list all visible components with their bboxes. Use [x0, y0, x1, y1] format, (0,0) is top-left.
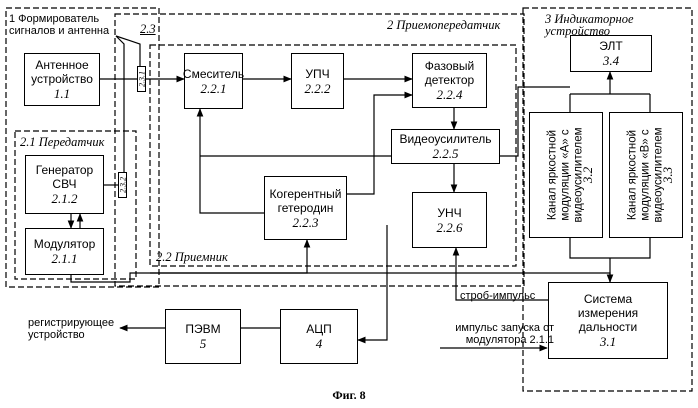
ifa-block: УПЧ 2.2.2: [291, 53, 344, 109]
block-number: 2.1.2: [52, 191, 78, 206]
adc-block: АЦП 4: [280, 309, 358, 364]
block-number: 2.1.1: [52, 251, 78, 266]
generator-block: Генератор СВЧ 2.1.2: [25, 155, 104, 214]
channel-a-block: Канал яркостной модуляции «А» с видеоуси…: [529, 112, 603, 238]
block-label: Модулятор: [34, 237, 96, 251]
range-system-block: Система измерения дальности 3.1: [548, 282, 668, 359]
block-label: АЦП: [306, 322, 332, 336]
channel-b-block: Канал яркостной модуляции «В» с видеоуси…: [609, 112, 683, 238]
block-number: 2.2.5: [433, 146, 459, 161]
block-label: Фазовый детектор: [417, 59, 483, 87]
antenna-block: Антенное устройство 1.1: [24, 53, 100, 106]
block-label: УНЧ: [437, 206, 461, 220]
block-label: Видеоусилитель: [399, 132, 491, 146]
trigger-pulse-label: импульс запуска от модулятора 2.1.1: [444, 322, 554, 346]
block-label: ПЭВМ: [185, 322, 220, 336]
block-label: Смеситель: [183, 67, 244, 81]
duplexer-port-1: 2.3.1: [137, 66, 146, 92]
figure-caption: Фиг. 8: [0, 388, 698, 403]
block-label: Антенное устройство: [25, 58, 99, 86]
block-number: 3.2: [580, 167, 596, 183]
group-title-indicator: 3 Индикаторное устройство: [545, 13, 665, 37]
lfa-block: УНЧ 2.2.6: [412, 192, 487, 248]
block-number: 2.2.6: [437, 220, 463, 235]
group-title-transceiver: 2 Приемопередатчик: [387, 19, 500, 31]
group-title-former: 1 Формирователь сигналов и антенна: [9, 13, 129, 37]
block-label: УПЧ: [305, 67, 329, 81]
modulator-block: Модулятор 2.1.1: [25, 228, 104, 275]
block-number: 1.1: [54, 86, 70, 101]
group-title-transmitter: 2.1 Передатчик: [20, 136, 104, 148]
video-amp-block: Видеоусилитель 2.2.5: [391, 129, 500, 164]
mixer-block: Смеситель 2.2.1: [184, 53, 243, 109]
block-number: 3.3: [660, 167, 676, 183]
block-number: 4: [316, 336, 323, 351]
block-number: 2.2.3: [293, 215, 319, 230]
strobe-pulse-label: строб-импульс: [460, 290, 535, 302]
block-number: 3.1: [600, 334, 616, 349]
block-number: 2.2.4: [437, 87, 463, 102]
block-label: Система измерения дальности: [560, 292, 656, 334]
recorder-label: регистрирующее устройство: [28, 317, 123, 341]
duplexer-port-2: 2.3.2: [118, 172, 127, 198]
block-number: 3.4: [603, 53, 619, 68]
block-label: Генератор СВЧ: [35, 163, 95, 191]
block-number: 5: [200, 336, 207, 351]
block-number: 2.2.2: [305, 81, 331, 96]
duplexer-label: 2.3: [140, 23, 156, 35]
coherent-lo-block: Когерентный гетеродин 2.2.3: [264, 176, 347, 240]
group-title-receiver: 2.2 Приемник: [156, 251, 228, 263]
block-label: ЭЛТ: [599, 39, 622, 53]
phase-detector-block: Фазовый детектор 2.2.4: [412, 53, 487, 108]
pc-block: ПЭВМ 5: [165, 309, 241, 364]
block-label: Когерентный гетеродин: [269, 187, 343, 215]
block-number: 2.2.1: [201, 81, 227, 96]
crt-block: ЭЛТ 3.4: [570, 35, 652, 72]
